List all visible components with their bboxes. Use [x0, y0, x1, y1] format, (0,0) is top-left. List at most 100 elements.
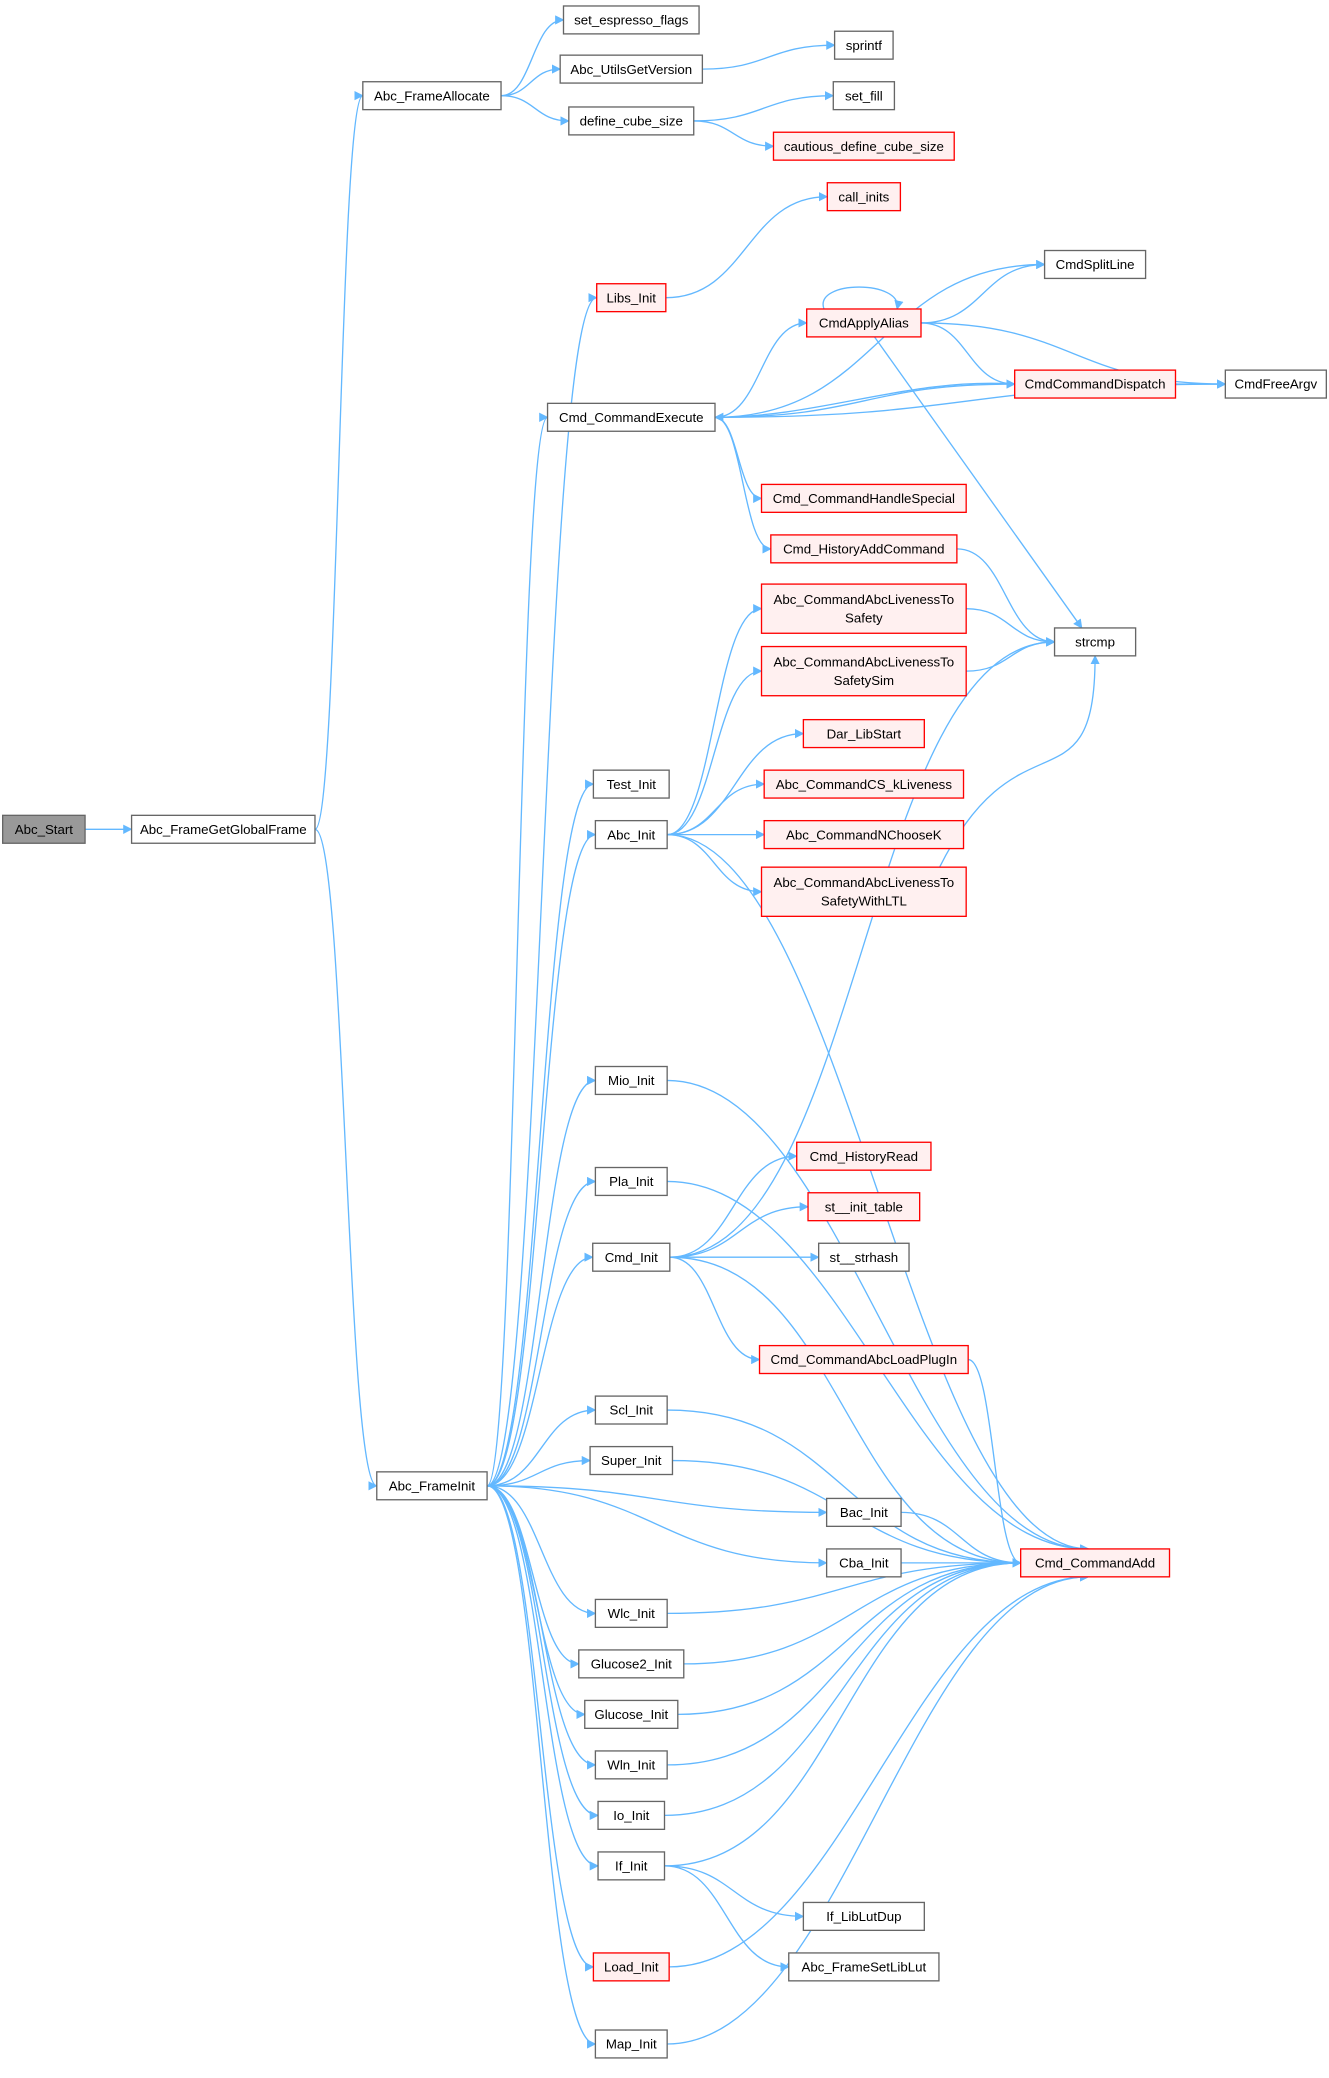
node-Cmd_CommandAbcLoadPlugIn[interactable]: Cmd_CommandAbcLoadPlugIn: [758, 1344, 969, 1375]
node-st__strhash[interactable]: st__strhash: [817, 1242, 910, 1272]
node-box: [578, 1649, 685, 1679]
edge-arrow: [714, 416, 763, 503]
node-Abc_UtilsGetVersion[interactable]: Abc_UtilsGetVersion: [559, 54, 704, 84]
node-Mio_Init[interactable]: Mio_Init: [594, 1065, 668, 1096]
node-Io_Init[interactable]: Io_Init: [597, 1800, 666, 1831]
node-Cmd_CommandExecute[interactable]: Cmd_CommandExecute: [546, 402, 716, 432]
node-Test_Init[interactable]: Test_Init: [592, 769, 670, 799]
node-CmdSplitLine[interactable]: CmdSplitLine: [1043, 249, 1147, 280]
node-Glucose_Init[interactable]: Glucose_Init: [584, 1699, 679, 1730]
edge-Abc_FrameGetGlobalFrame-to-Abc_FrameAllocate: [314, 91, 364, 830]
node-define_cube_size[interactable]: define_cube_size: [568, 106, 695, 136]
edge-arrow: [487, 1176, 597, 1487]
node-box: [1043, 249, 1147, 280]
node-cautious_define_cube_size[interactable]: cautious_define_cube_size: [772, 131, 955, 161]
node-box: [833, 30, 894, 60]
node-Abc_CommandNChooseK[interactable]: Abc_CommandNChooseK: [763, 819, 965, 850]
node-CmdFreeArgv[interactable]: CmdFreeArgv: [1224, 369, 1327, 399]
node-label: Cmd_CommandHandleSpecial: [773, 491, 955, 506]
node-CmdApplyAlias[interactable]: CmdApplyAlias: [806, 308, 922, 338]
node-Libs_Init[interactable]: Libs_Init: [596, 283, 667, 313]
node-Glucose2_Init[interactable]: Glucose2_Init: [578, 1649, 685, 1679]
node-Abc_Start[interactable]: Abc_Start: [2, 814, 86, 844]
node-label: Abc_CommandAbcLivenessTo: [774, 592, 955, 607]
edge-Abc_Init-to-Abc_CommandAbcLivenessToSafetySim: [667, 666, 763, 836]
node-Abc_FrameAllocate[interactable]: Abc_FrameAllocate: [362, 81, 502, 111]
node-Pla_Init[interactable]: Pla_Init: [594, 1166, 668, 1197]
node-call_inits[interactable]: call_inits: [826, 182, 902, 212]
node-box: [758, 1344, 969, 1375]
node-label: Map_Init: [606, 2037, 657, 2052]
node-Dar_LibStart[interactable]: Dar_LibStart: [802, 718, 925, 749]
node-Wlc_Init[interactable]: Wlc_Init: [594, 1598, 668, 1629]
node-Abc_CommandCS_kLiveness[interactable]: Abc_CommandCS_kLiveness: [763, 769, 965, 799]
edge-arrow: [669, 637, 1056, 1258]
node-box: [594, 2029, 668, 2059]
edge-arrow: [667, 1079, 1090, 1554]
edge-Abc_FrameInit-to-Wlc_Init: [487, 1485, 597, 1619]
node-label: Super_Init: [601, 1453, 662, 1468]
node-Abc_FrameGetGlobalFrame[interactable]: Abc_FrameGetGlobalFrame: [130, 814, 316, 844]
node-Bac_Init[interactable]: Bac_Init: [825, 1497, 902, 1528]
node-label: Cmd_HistoryAddCommand: [783, 542, 944, 557]
node-label: If_Init: [615, 1859, 648, 1874]
node-box: [589, 1445, 674, 1476]
node-Wln_Init[interactable]: Wln_Init: [594, 1750, 668, 1780]
node-label: call_inits: [838, 189, 889, 204]
node-Abc_Init[interactable]: Abc_Init: [594, 819, 668, 850]
node-box: [788, 1952, 940, 1982]
node-st__init_table[interactable]: st__init_table: [807, 1192, 921, 1222]
edge-Abc_FrameInit-to-Test_Init: [486, 779, 595, 1487]
node-box: [594, 1750, 668, 1780]
node-Super_Init[interactable]: Super_Init: [589, 1445, 674, 1476]
edge-Abc_FrameInit-to-Wln_Init: [487, 1485, 597, 1770]
node-label: Wlc_Init: [608, 1606, 655, 1621]
node-box: [594, 1598, 668, 1629]
node-label: Io_Init: [613, 1808, 649, 1823]
edge-Cmd_CommandExecute-to-CmdCommandDispatch: [715, 379, 1016, 418]
node-Map_Init[interactable]: Map_Init: [594, 2029, 668, 2059]
node-box: [770, 534, 958, 564]
edge-arrow: [667, 1409, 1022, 1568]
node-Cmd_HistoryRead[interactable]: Cmd_HistoryRead: [796, 1141, 932, 1171]
node-CmdCommandDispatch[interactable]: CmdCommandDispatch: [1014, 369, 1177, 399]
edge-Abc_FrameInit-to-If_Init: [487, 1485, 599, 1871]
edge-arrow: [487, 1485, 597, 1770]
edge-arrow: [693, 120, 775, 151]
edge-arrow: [487, 1252, 594, 1487]
edge-arrow: [487, 1485, 580, 1669]
edge-arrow: [667, 604, 763, 836]
node-Cmd_CommandAdd[interactable]: Cmd_CommandAdd: [1020, 1548, 1171, 1578]
node-label: Abc_CommandAbcLivenessTo: [774, 654, 955, 669]
node-Abc_FrameInit[interactable]: Abc_FrameInit: [376, 1471, 488, 1501]
node-label: Cmd_Init: [605, 1250, 658, 1265]
node-Cba_Init[interactable]: Cba_Init: [825, 1548, 902, 1578]
node-box: [597, 1800, 666, 1831]
node-set_espresso_flags[interactable]: set_espresso_flags: [562, 5, 700, 35]
edge-Io_Init-to-Cmd_CommandAdd: [664, 1558, 1022, 1817]
node-box: [584, 1699, 679, 1730]
edge-Abc_CommandAbcLivenessToSafetySim-to-strcmp: [966, 637, 1056, 672]
node-Scl_Init[interactable]: Scl_Init: [594, 1395, 668, 1425]
node-box: [760, 866, 967, 917]
node-Cmd_CommandHandleSpecial[interactable]: Cmd_CommandHandleSpecial: [760, 483, 967, 513]
edge-Abc_Init-to-Abc_CommandAbcLivenessToSafetyWithLTL: [667, 833, 763, 897]
node-strcmp[interactable]: strcmp: [1053, 627, 1137, 657]
node-label: SafetySim: [834, 673, 894, 688]
node-Abc_FrameSetLibLut[interactable]: Abc_FrameSetLibLut: [788, 1952, 940, 1982]
node-label: set_fill: [845, 88, 883, 103]
node-Cmd_Init[interactable]: Cmd_Init: [592, 1242, 671, 1272]
node-set_fill[interactable]: set_fill: [832, 81, 896, 111]
node-Cmd_HistoryAddCommand[interactable]: Cmd_HistoryAddCommand: [770, 534, 958, 564]
edge-Cmd_Init-to-Cmd_HistoryRead: [669, 1151, 798, 1258]
edge-arrow: [487, 1485, 597, 1619]
node-Load_Init[interactable]: Load_Init: [592, 1952, 670, 1982]
node-If_Init[interactable]: If_Init: [597, 1851, 666, 1881]
node-sprintf[interactable]: sprintf: [833, 30, 894, 60]
edge-arrow: [486, 830, 597, 1487]
node-If_LibLutDup[interactable]: If_LibLutDup: [802, 1901, 925, 1932]
